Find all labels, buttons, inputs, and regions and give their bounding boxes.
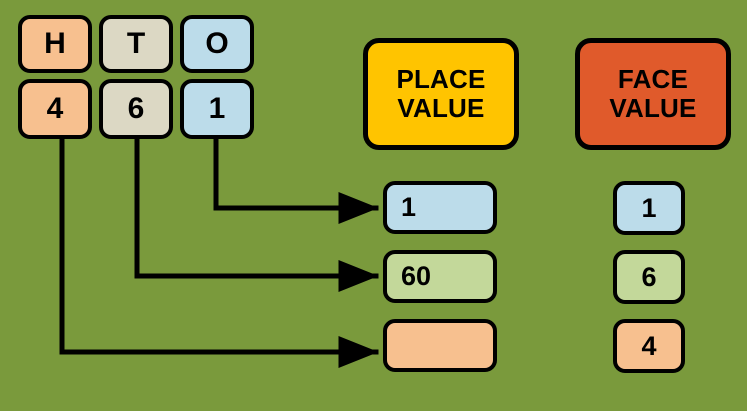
face-value-banner-line1: FACE — [617, 63, 689, 94]
place-value-banner-line1: PLACE — [396, 63, 486, 94]
place-value-row-1: 1 — [383, 181, 497, 234]
place-header-hundreds: H — [18, 15, 92, 73]
place-value-banner-line2: VALUE — [397, 93, 485, 123]
face-value-banner: FACE VALUE — [575, 38, 731, 150]
connector-tens-to-row2 — [134, 136, 379, 292]
face-value-row-2: 6 — [613, 250, 685, 304]
digit-tens: 6 — [99, 79, 173, 139]
connector-ones-to-row1 — [213, 136, 379, 224]
face-value-row-3: 4 — [613, 319, 685, 373]
place-value-banner: PLACE VALUE — [363, 38, 519, 150]
place-header-ones: O — [180, 15, 254, 73]
digit-ones: 1 — [180, 79, 254, 139]
place-value-row-2: 60 — [383, 250, 497, 303]
place-value-row-3 — [383, 319, 497, 372]
face-value-row-1: 1 — [613, 181, 685, 235]
connector-hundreds-to-row3 — [59, 136, 379, 368]
digit-hundreds: 4 — [18, 79, 92, 139]
place-header-tens: T — [99, 15, 173, 73]
face-value-banner-line2: VALUE — [609, 93, 697, 123]
